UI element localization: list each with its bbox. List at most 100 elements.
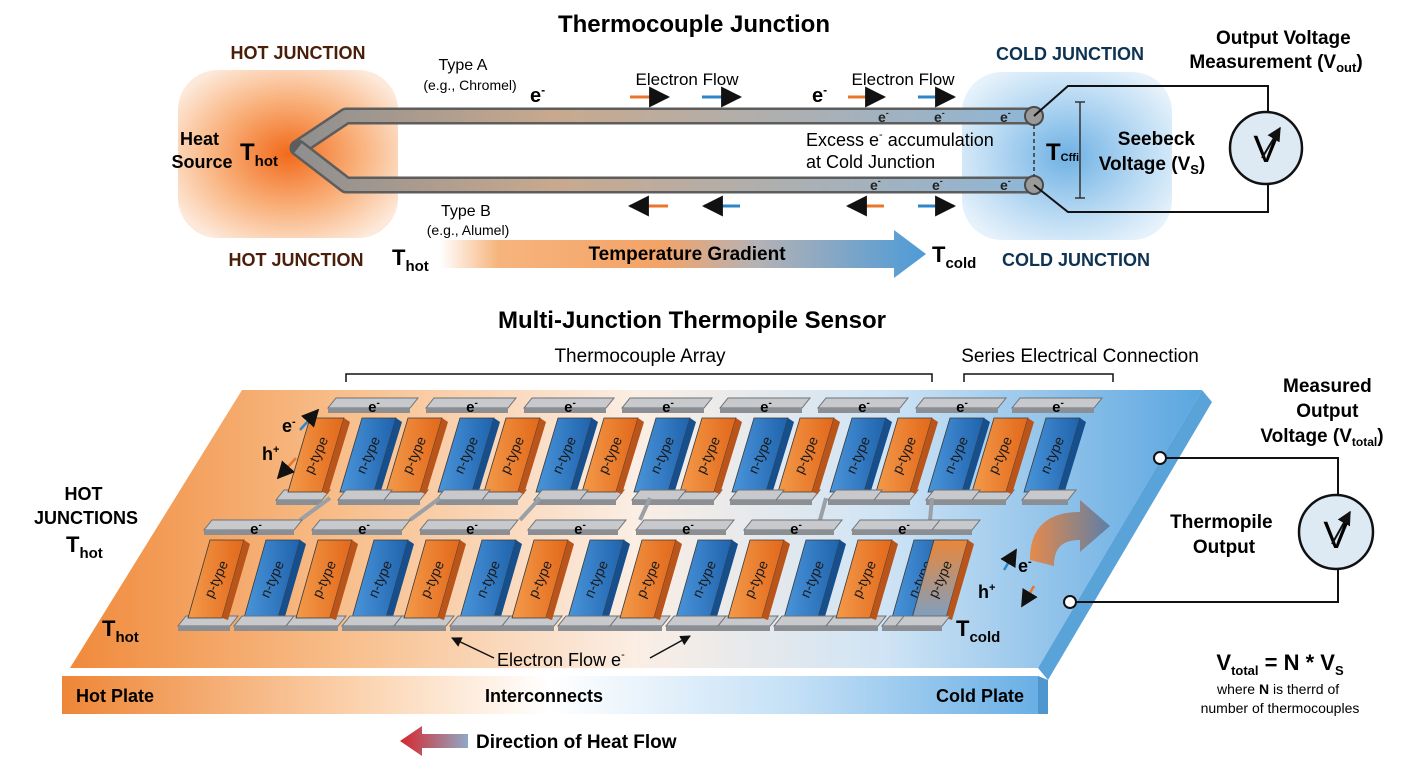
junction-electron: e- [898, 520, 910, 538]
svg-text:e-: e- [870, 176, 881, 193]
carrier-hole-right: h+ [978, 582, 995, 602]
junction-pad-edge [632, 500, 678, 505]
interconnect-wire [818, 497, 828, 521]
p-type-leg: p-type [187, 539, 250, 620]
junction-pad-edge [426, 408, 508, 413]
junction-electron: e- [358, 520, 370, 538]
electron-flow-label-1: Electron Flow [636, 70, 740, 89]
n-type-leg: n-type [243, 539, 306, 620]
interconnect-wire [928, 497, 934, 521]
voltmeter-bottom-icon [1297, 493, 1375, 571]
junction-pad-edge [666, 626, 718, 631]
heat-flow-arrow [400, 726, 468, 756]
junction-pad [232, 615, 296, 627]
hot-junctions-label: HOT JUNCTIONS [34, 484, 138, 528]
junction-pad [1020, 489, 1078, 501]
junction-electron: e- [466, 520, 478, 538]
junction-pad-edge [622, 408, 704, 413]
junction-pad-edge [534, 500, 580, 505]
junction-pad-edge [342, 626, 394, 631]
wire-type-b-fill [294, 143, 1032, 191]
junction-pad-edge [960, 500, 1006, 505]
n-type-leg: n-type [1023, 417, 1086, 494]
p-type-leg: p-type [581, 417, 644, 494]
bottom-title: Multi-Junction Thermopile Sensor [498, 307, 886, 334]
junction-pad-edge [730, 500, 776, 505]
junction-pad-edge [718, 626, 770, 631]
junction-pad-edge [558, 626, 610, 631]
p-type-leg: p-type [287, 417, 350, 494]
p-type-leg: p-type [911, 539, 974, 620]
seebeck-voltage-label: Seebeck Voltage (VS) [1099, 129, 1206, 177]
cold-junction-label-bottom: COLD JUNCTION [1002, 250, 1150, 270]
plate-edge-side [1038, 676, 1048, 714]
thermopile-output-label: Thermopile Output [1170, 512, 1278, 558]
n-type-leg: n-type [675, 539, 738, 620]
hot-junction-label-top: HOT JUNCTION [231, 43, 366, 63]
n-type-leg: n-type [927, 417, 990, 494]
junction-electron: e- [956, 398, 968, 416]
junction-pad-edge [826, 626, 878, 631]
junction-pad-edge [766, 500, 812, 505]
junction-pad-edge [926, 500, 972, 505]
junction-pad [532, 489, 590, 501]
junction-pad-edge [328, 408, 410, 413]
junction-electron: e- [564, 398, 576, 416]
p-type-leg: p-type [619, 539, 682, 620]
junction-pad-edge [338, 500, 384, 505]
junction-pad-edge [234, 626, 286, 631]
t-hot-symbol: Thot [240, 139, 278, 170]
junction-pad-edge [524, 408, 606, 413]
junction-pad-edge [828, 500, 874, 505]
temperature-gradient-label: Temperature Gradient [588, 244, 786, 265]
n-type-leg: n-type [829, 417, 892, 494]
svg-text:e-: e- [932, 176, 943, 193]
t-cold-garbled: TCffi [1046, 139, 1079, 166]
terminal-bottom [1063, 595, 1077, 609]
junction-pad [924, 489, 982, 501]
output-flow-arrow [1030, 500, 1110, 566]
type-a-label: Type A (e.g., Chromel) [423, 57, 516, 93]
junction-pad-edge [668, 500, 714, 505]
n-type-leg: n-type [633, 417, 696, 494]
junction-electron: e- [368, 398, 380, 416]
formula-note: where N is therrd of number of thermocou… [1201, 681, 1360, 716]
p-type-leg: p-type [875, 417, 938, 494]
carrier-arrow-e-right [1000, 548, 1018, 571]
wire-electrons: e- e- e- e- e- e- [870, 108, 1011, 193]
junction-pad-edge [1022, 500, 1068, 505]
t-hot-plate: Thot [102, 616, 139, 646]
p-type-leg: p-type [679, 417, 742, 494]
electron-flow-pointer-left [451, 637, 495, 659]
p-type-leg: p-type [483, 417, 546, 494]
n-type-leg: n-type [339, 417, 402, 494]
junction-pad [556, 615, 620, 627]
voltmeter-top-needle [1261, 126, 1281, 159]
junction-pad-edge [286, 626, 338, 631]
junction-pad-edge [932, 530, 972, 535]
junction-pad-edge [570, 500, 616, 505]
terminal-top [1153, 451, 1167, 465]
array-bracket [345, 373, 933, 382]
junction-pad [894, 615, 952, 627]
array-label: Thermocouple Array [554, 346, 726, 367]
top-title: Thermocouple Junction [558, 11, 830, 38]
p-type-leg: p-type [385, 417, 448, 494]
type-b-label: Type B (e.g., Alumel) [427, 203, 509, 238]
carrier-electron-top: e- [282, 416, 296, 436]
junction-pad [630, 489, 688, 501]
svg-text:e-: e- [878, 108, 889, 125]
t-cold-gradient: Tcold [932, 242, 976, 272]
junction-pad-edge [204, 530, 294, 535]
junction-electron: e- [760, 398, 772, 416]
plate-edge [62, 676, 1038, 714]
junction-pad-edge [436, 500, 482, 505]
t-cold-plate: Tcold [956, 616, 1000, 646]
junction-pad-edge [420, 530, 510, 535]
junction-electron: e- [858, 398, 870, 416]
junction-pad-edge [502, 626, 554, 631]
carrier-electron-right: e- [1018, 556, 1032, 576]
svg-text:e-: e- [1000, 108, 1011, 125]
